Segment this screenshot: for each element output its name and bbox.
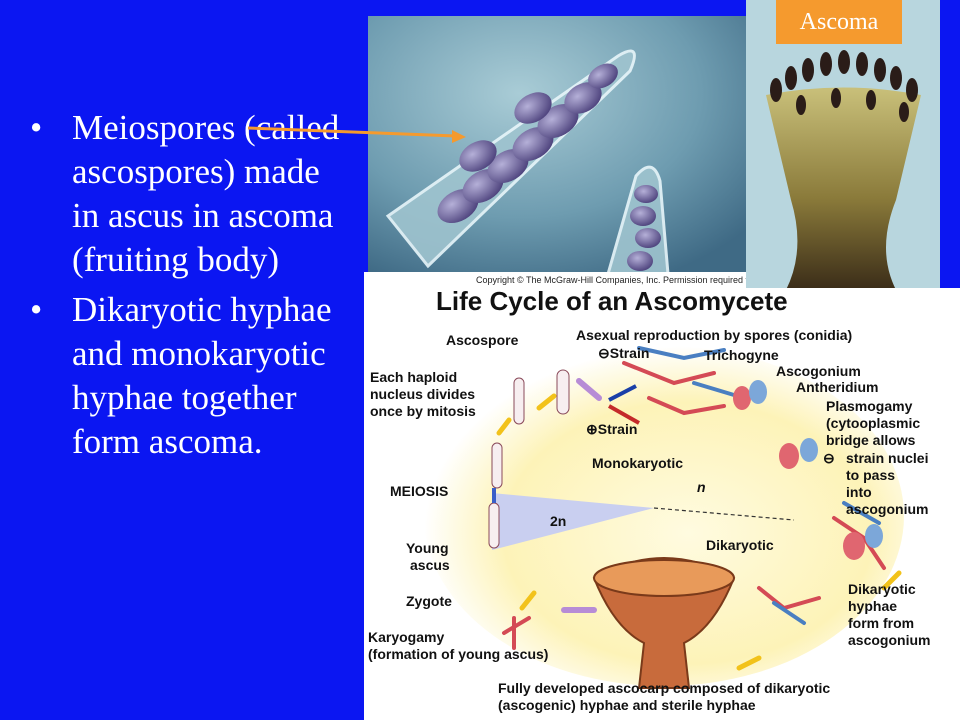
label-dik-hyphae-4: ascogonium (848, 632, 930, 648)
copyright-notice: Copyright © The McGraw-Hill Companies, I… (364, 272, 746, 288)
label-dikaryotic: Dikaryotic (706, 537, 774, 553)
label-minus-strain: ⊖Strain (598, 345, 649, 361)
label-young-ascus-2: ascus (410, 557, 450, 573)
label-plasmogamy-4: strain nuclei (846, 450, 928, 466)
label-plasmogamy-1: Plasmogamy (826, 398, 913, 414)
ascoma-photo (746, 0, 940, 290)
bullet-item-dikaryotic: • Dikaryotic hyphae and monokaryotic hyp… (30, 288, 350, 464)
label-monokaryotic: Monokaryotic (592, 455, 683, 471)
label-karyogamy-2: (formation of young ascus) (368, 646, 548, 662)
label-haploid-2: nucleus divides (370, 386, 475, 402)
label-trichogyne: Trichogyne (704, 347, 779, 363)
label-antheridium: Antheridium (796, 379, 878, 395)
life-cycle-svg: Life Cycle of an Ascomycete Ascospore As… (368, 288, 930, 713)
bullet-text: Meiospores (called ascospores) made in a… (72, 108, 340, 279)
bullet-list: • Meiospores (called ascospores) made in… (30, 106, 350, 470)
label-haploid-3: once by mitosis (370, 403, 476, 419)
bullet-symbol: • (30, 290, 43, 329)
label-karyogamy-1: Karyogamy (368, 629, 444, 645)
ascus-micrograph-image (368, 16, 746, 274)
label-dik-hyphae-1: Dikaryotic (848, 581, 916, 597)
ascus-micrograph (368, 16, 746, 274)
bullet-item-meiospores: • Meiospores (called ascospores) made in… (30, 106, 350, 282)
label-plasmogamy-5: to pass (846, 467, 895, 483)
bullet-text: Dikaryotic hyphae and monokaryotic hypha… (72, 290, 332, 461)
label-n: n (697, 479, 706, 495)
label-ascogonium: Ascogonium (776, 363, 861, 379)
label-plus-strain: ⊕Strain (586, 421, 637, 437)
ascoma-photo-image (746, 0, 940, 290)
bullet-symbol: • (30, 108, 43, 147)
label-ascocarp-1: Fully developed ascocarp composed of dik… (498, 680, 830, 696)
label-asexual: Asexual reproduction by spores (conidia) (576, 327, 852, 343)
label-dik-hyphae-2: hyphae (848, 598, 897, 614)
label-plasmogamy-2: (cytooplasmic (826, 415, 920, 431)
label-plasmogamy-7: ascogonium (846, 501, 928, 517)
label-young-ascus-1: Young (406, 540, 449, 556)
label-zygote: Zygote (406, 593, 452, 609)
label-ascospore: Ascospore (446, 332, 519, 348)
label-meiosis: MEIOSIS (390, 483, 448, 499)
label-ascocarp-2: (ascogenic) hyphae and sterile hyphae (498, 697, 756, 713)
diagram-title: Life Cycle of an Ascomycete (436, 288, 788, 316)
label-2n: 2n (550, 513, 566, 529)
label-plasmogamy-3: bridge allows (826, 432, 916, 448)
label-plasmogamy-6: into (846, 484, 872, 500)
label-haploid-1: Each haploid (370, 369, 457, 385)
ascoma-label: Ascoma (776, 0, 902, 44)
label-dik-hyphae-3: form from (848, 615, 914, 631)
life-cycle-diagram: Life Cycle of an Ascomycete Ascospore As… (364, 288, 960, 720)
label-minus-sign: ⊖ (823, 450, 835, 466)
